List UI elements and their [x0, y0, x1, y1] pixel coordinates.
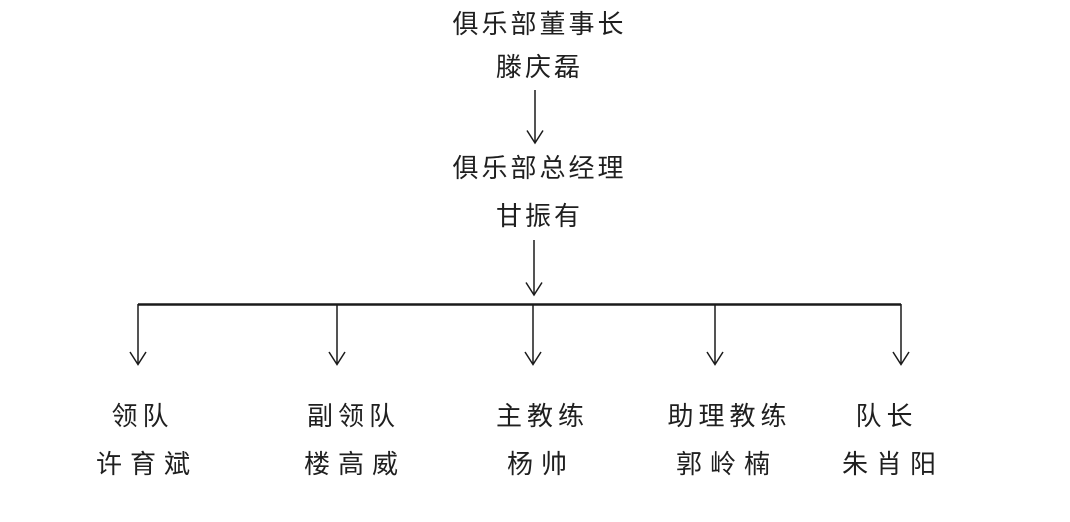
- person-name-head-coach: 杨帅: [506, 450, 576, 479]
- arrow-down-icon: [129, 351, 147, 366]
- role-label-deputy-leader: 副领队: [306, 402, 401, 431]
- person-name-team-leader: 许育斌: [95, 450, 199, 479]
- person-name-deputy-leader: 楼高威: [303, 450, 407, 479]
- role-label-team-leader: 领队: [111, 402, 174, 431]
- arrow-down-icon: [706, 351, 724, 366]
- general-manager-title: 俱乐部总经理: [452, 154, 627, 183]
- arrow-down-icon: [525, 282, 543, 297]
- arrow-down-icon: [526, 130, 544, 145]
- chairman-title: 俱乐部董事长: [452, 10, 627, 39]
- role-label-assistant-coach: 助理教练: [667, 402, 792, 431]
- chairman-name: 滕庆磊: [495, 53, 584, 82]
- general-manager-name: 甘振有: [495, 202, 584, 231]
- arrow-down-icon: [892, 351, 910, 366]
- person-name-captain: 朱肖阳: [841, 450, 945, 479]
- role-label-captain: 队长: [855, 402, 918, 431]
- arrow-down-icon: [328, 351, 346, 366]
- person-name-assistant-coach: 郭岭楠: [675, 450, 779, 479]
- role-label-head-coach: 主教练: [495, 402, 590, 431]
- arrow-down-icon: [524, 351, 542, 366]
